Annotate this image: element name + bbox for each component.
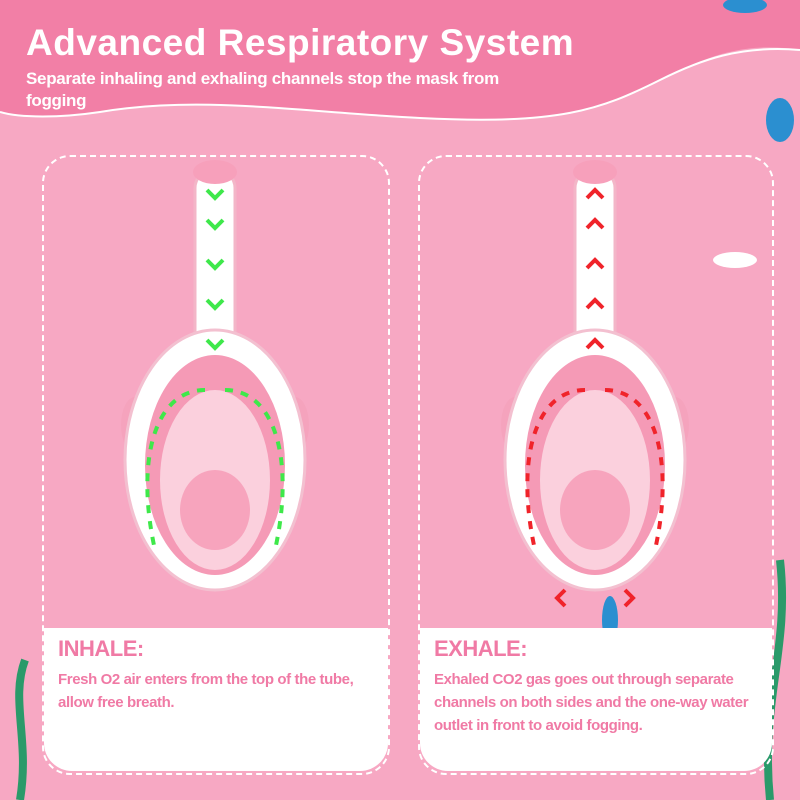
- page-title: Advanced Respiratory System: [26, 22, 575, 63]
- seaweed-icon: [15, 559, 787, 800]
- inhale-description-card: INHALE: Fresh O2 air enters from the top…: [44, 628, 388, 771]
- snorkel-mask-exhale-image: [501, 160, 689, 608]
- exhale-text: Exhaled CO2 gas goes out through separat…: [434, 671, 749, 734]
- inhale-heading: INHALE:: [58, 636, 144, 661]
- exhale-description-card: EXHALE: Exhaled CO2 gas goes out through…: [420, 628, 772, 771]
- inhale-panel: [42, 155, 390, 775]
- exhale-panel: [418, 155, 774, 775]
- snorkel-mask-inhale-image: [121, 160, 309, 592]
- exhale-arrows-icon: [525, 187, 665, 608]
- page-subtitle: Separate inhaling and exhaling channels …: [26, 69, 499, 110]
- inhale-text: Fresh O2 air enters from the top of the …: [58, 671, 354, 711]
- inhale-arrows-icon: [145, 188, 285, 551]
- exhale-heading: EXHALE:: [434, 636, 528, 661]
